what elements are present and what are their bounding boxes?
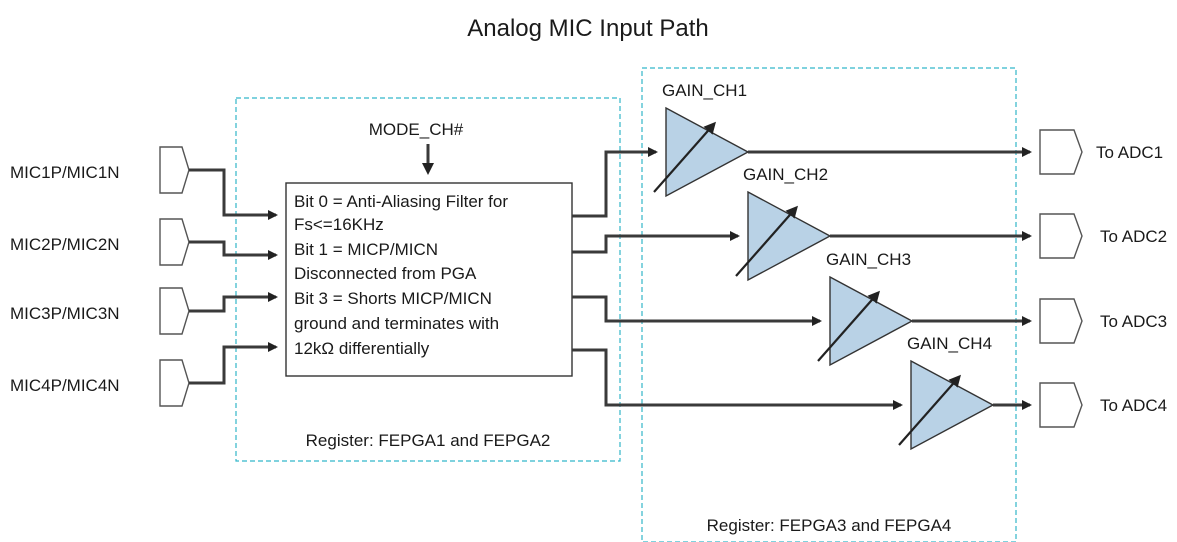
mode-label: MODE_CH#: [369, 120, 464, 139]
filter-line-3: Bit 1 = MICP/MICN: [294, 240, 438, 259]
output-connector-4: [1039, 382, 1083, 428]
input-connector-2: [159, 218, 190, 266]
filter-line-2: Fs<=16KHz: [294, 215, 384, 234]
input-label-2: MIC2P/MIC2N: [10, 235, 120, 254]
gain-label-ch1: GAIN_CH1: [662, 81, 747, 100]
fepga34-region: [641, 67, 1017, 542]
filter-line-4: Disconnected from PGA: [294, 264, 477, 283]
input-connector-1: [159, 146, 190, 194]
input-wire-4: [189, 342, 278, 385]
output-connector-1: [1039, 129, 1083, 175]
output-connector-3: [1039, 298, 1083, 344]
input-wire-1: [189, 168, 278, 220]
fepga12-region: [235, 97, 621, 462]
filter-config-box: [285, 182, 573, 377]
gain-label-ch4: GAIN_CH4: [907, 334, 992, 353]
output-label-4: To ADC4: [1100, 396, 1167, 415]
input-label-4: MIC4P/MIC4N: [10, 376, 120, 395]
output-connector-2: [1039, 213, 1083, 259]
register-left-label: Register: FEPGA1 and FEPGA2: [306, 431, 551, 450]
filter-line-6: ground and terminates with: [294, 314, 499, 333]
input-connector-3: [159, 287, 190, 335]
input-connector-4: [159, 359, 190, 407]
variable-gain-arrow-ch3: [817, 290, 880, 362]
box-to-amp3-wire: [572, 295, 822, 326]
amplifier-ch4: [910, 359, 995, 451]
output-label-1: To ADC1: [1096, 143, 1163, 162]
variable-gain-arrow-ch1: [653, 121, 716, 193]
input-label-3: MIC3P/MIC3N: [10, 304, 120, 323]
box-to-amp2-wire: [572, 231, 740, 254]
filter-line-1: Bit 0 = Anti-Aliasing Filter for: [294, 192, 508, 211]
amplifier-ch2: [747, 190, 832, 282]
variable-gain-arrow-ch4: [898, 374, 961, 446]
variable-gain-arrow-ch2: [735, 205, 798, 277]
gain-label-ch3: GAIN_CH3: [826, 250, 911, 269]
diagram-title: Analog MIC Input Path: [467, 15, 708, 42]
filter-line-5: Bit 3 = Shorts MICP/MICN: [294, 289, 492, 308]
output-label-3: To ADC3: [1100, 312, 1167, 331]
register-right-label: Register: FEPGA3 and FEPGA4: [707, 516, 952, 535]
amplifier-ch1: [665, 106, 750, 198]
box-to-amp4-wire: [572, 348, 903, 410]
amplifier-ch3: [829, 275, 914, 367]
gain-label-ch2: GAIN_CH2: [743, 165, 828, 184]
box-to-amp1-wire: [572, 147, 658, 218]
filter-line-7: 12kΩ differentially: [294, 339, 430, 358]
input-wire-3: [189, 292, 278, 313]
input-label-1: MIC1P/MIC1N: [10, 163, 120, 182]
input-wire-2: [189, 240, 278, 260]
output-label-2: To ADC2: [1100, 227, 1167, 246]
